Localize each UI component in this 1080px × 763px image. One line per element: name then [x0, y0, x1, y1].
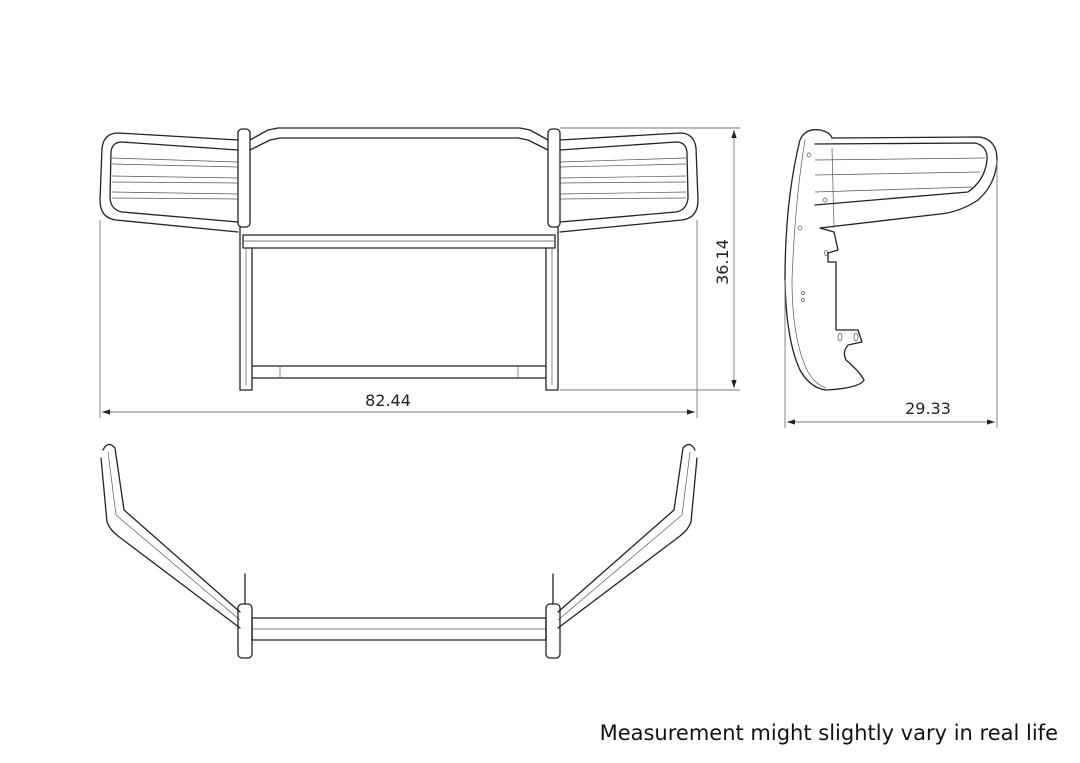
front-view [99, 127, 699, 391]
side-view [784, 129, 998, 391]
top-view [100, 443, 698, 659]
side-depth-dimension: 29.33 [784, 160, 998, 428]
height-label: 36.14 [713, 239, 732, 285]
width-label: 82.44 [365, 391, 411, 410]
front-height-dimension: 36.14 [560, 127, 740, 391]
depth-label: 29.33 [905, 399, 951, 418]
measurement-note: Measurement might slightly vary in real … [599, 721, 1058, 745]
front-width-dimension: 82.44 [99, 220, 698, 418]
